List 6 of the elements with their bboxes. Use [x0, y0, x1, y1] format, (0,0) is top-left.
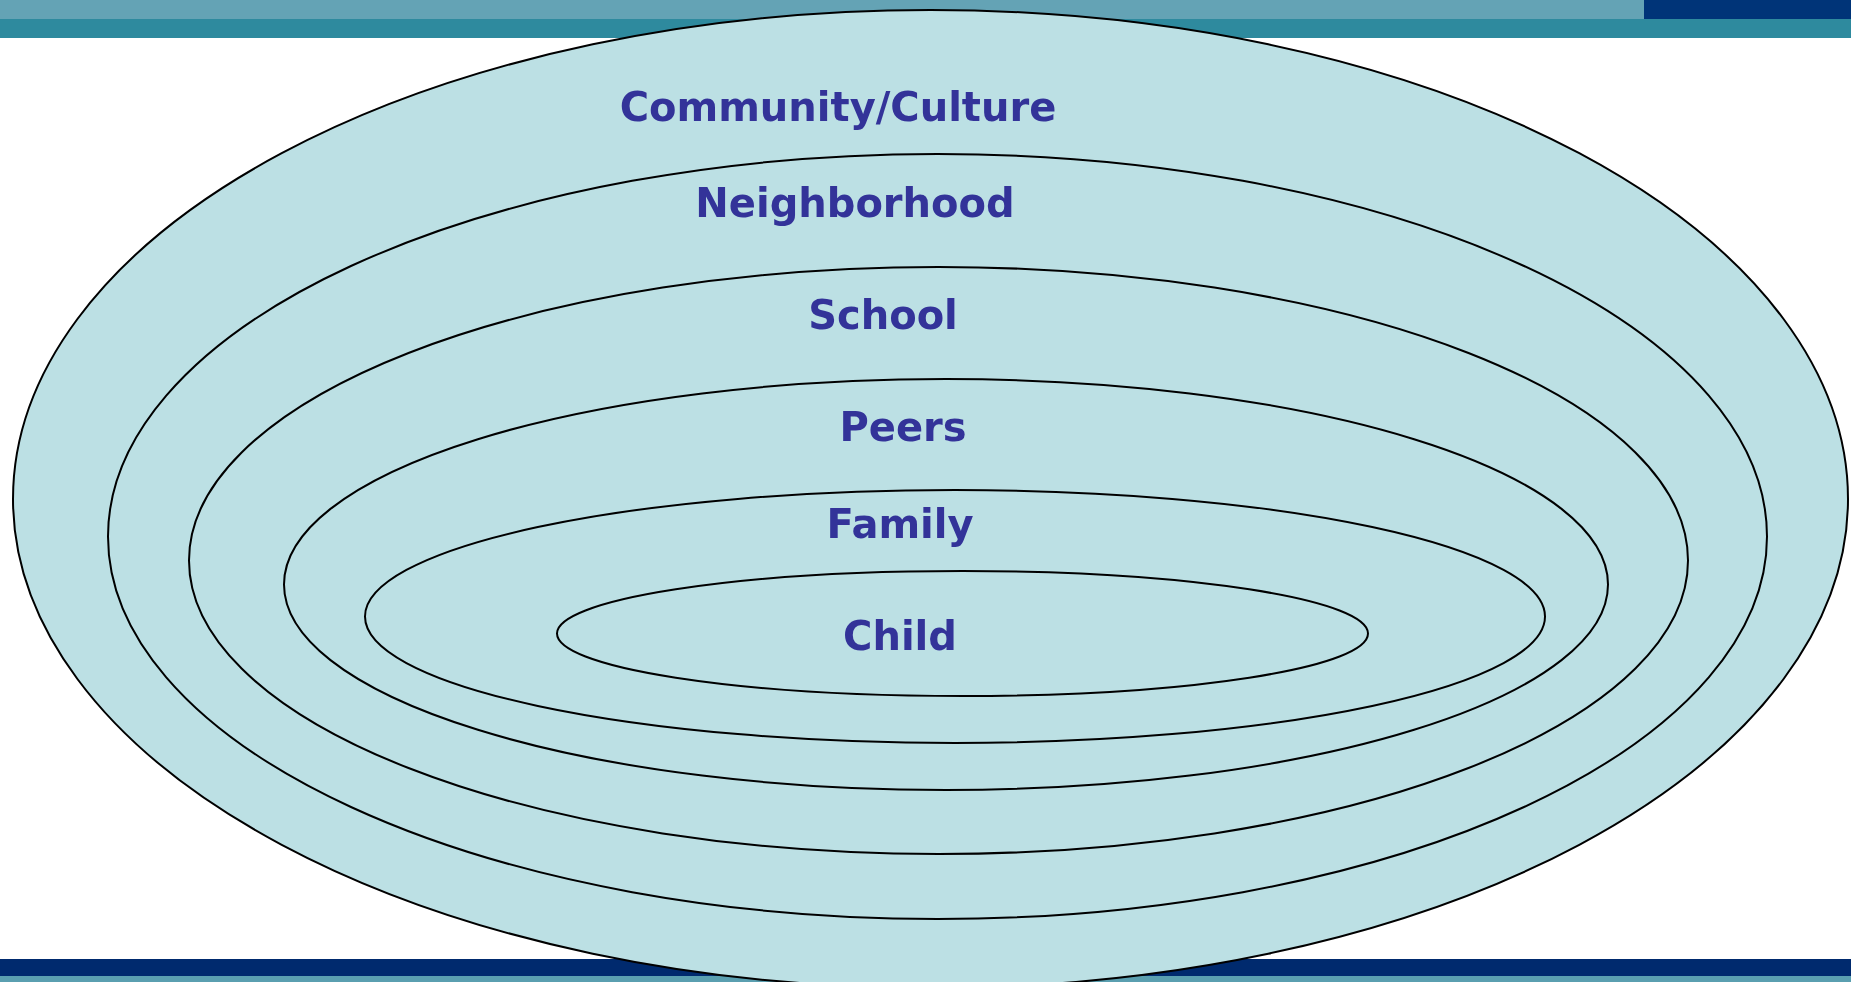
layer-label: Family	[826, 501, 974, 547]
layer-label: Child	[843, 613, 957, 659]
layer-label: Community/Culture	[619, 84, 1057, 130]
layer-label: Neighborhood	[695, 180, 1015, 226]
layer-label: School	[808, 292, 958, 338]
layer-label: Peers	[839, 404, 967, 450]
